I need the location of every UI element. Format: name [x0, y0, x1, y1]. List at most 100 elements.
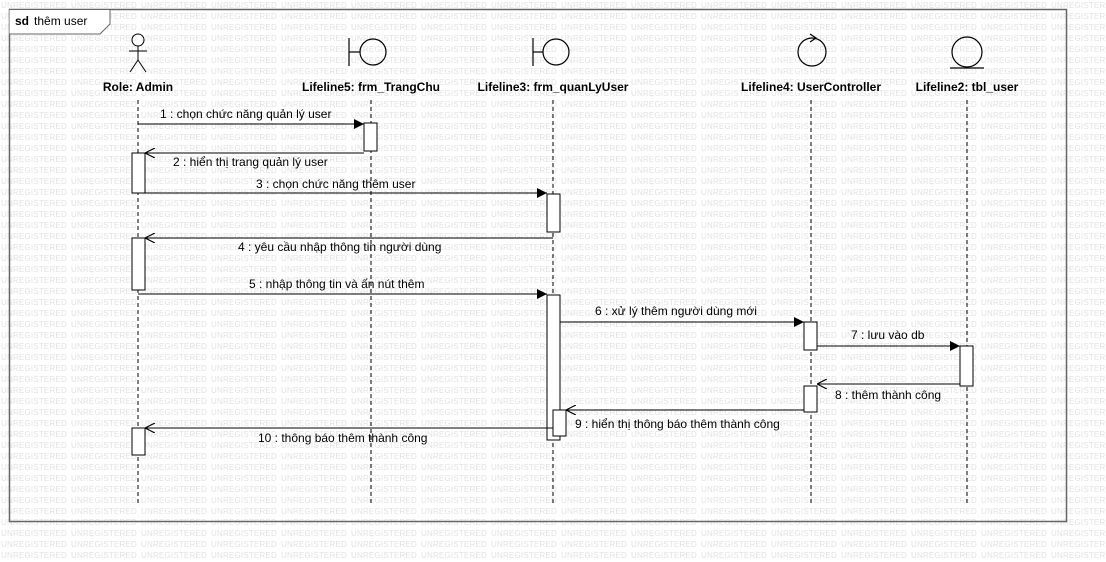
- watermark-text: UNREGISTERED: [841, 507, 907, 516]
- watermark-text: UNREGISTERED: [421, 331, 487, 340]
- watermark-text: UNREGISTERED: [1051, 56, 1106, 65]
- watermark-text: UNREGISTERED: [421, 287, 487, 296]
- watermark-text: UNREGISTERED: [911, 23, 977, 32]
- watermark-text: UNREGISTERED: [981, 56, 1047, 65]
- watermark-text: UNREGISTERED: [71, 265, 137, 274]
- watermark-text: UNREGISTERED: [981, 45, 1047, 54]
- lifeline-tbl[interactable]: Lifeline2: tbl_user: [916, 36, 1019, 505]
- watermark-text: UNREGISTERED: [841, 188, 907, 197]
- boundary-icon: [532, 38, 570, 66]
- watermark-text: UNREGISTERED: [141, 551, 207, 560]
- watermark-text: UNREGISTERED: [1, 199, 67, 208]
- watermark-text: UNREGISTERED: [631, 100, 697, 109]
- watermark-text: UNREGISTERED: [1, 1, 67, 10]
- lifeline-label-tbl: Lifeline2: tbl_user: [916, 80, 1019, 94]
- watermark-text: UNREGISTERED: [351, 243, 417, 252]
- watermark-text: UNREGISTERED: [1, 496, 67, 505]
- watermark-text: UNREGISTERED: [771, 463, 837, 472]
- watermark-text: UNREGISTERED: [1051, 78, 1106, 87]
- watermark-text: UNREGISTERED: [281, 12, 347, 21]
- watermark-text: UNREGISTERED: [421, 386, 487, 395]
- watermark-text: UNREGISTERED: [211, 551, 277, 560]
- watermark-text: UNREGISTERED: [141, 122, 207, 131]
- watermark-text: UNREGISTERED: [1, 364, 67, 373]
- watermark-text: UNREGISTERED: [141, 254, 207, 263]
- lifeline-label-trangchu: Lifeline5: frm_TrangChu: [302, 80, 440, 94]
- watermark-text: UNREGISTERED: [421, 34, 487, 43]
- watermark-text: UNREGISTERED: [211, 34, 277, 43]
- lifeline-controller[interactable]: Lifeline4: UserController: [741, 33, 881, 505]
- watermark-text: UNREGISTERED: [1051, 309, 1106, 318]
- watermark-text: UNREGISTERED: [491, 34, 557, 43]
- watermark-text: UNREGISTERED: [71, 485, 137, 494]
- watermark-text: UNREGISTERED: [841, 430, 907, 439]
- watermark-text: UNREGISTERED: [981, 474, 1047, 483]
- watermark-text: UNREGISTERED: [561, 518, 627, 527]
- watermark-text: UNREGISTERED: [981, 67, 1047, 76]
- watermark-text: UNREGISTERED: [841, 78, 907, 87]
- message-1[interactable]: 1 : chọn chức năng quản lý user: [138, 107, 364, 129]
- watermark-text: UNREGISTERED: [421, 78, 487, 87]
- watermark-text: UNREGISTERED: [841, 518, 907, 527]
- watermark-text: UNREGISTERED: [631, 386, 697, 395]
- watermark-text: UNREGISTERED: [561, 287, 627, 296]
- message-8[interactable]: 8 : thêm thành công: [817, 384, 960, 402]
- watermark-text: UNREGISTERED: [911, 56, 977, 65]
- watermark-text: UNREGISTERED: [491, 254, 557, 263]
- watermark-text: UNREGISTERED: [141, 89, 207, 98]
- watermark-text: UNREGISTERED: [1051, 89, 1106, 98]
- message-5[interactable]: 5 : nhập thông tin và ấn nút thêm: [138, 277, 547, 299]
- activation-bar: [959, 345, 974, 387]
- message-10[interactable]: 10 : thông báo thêm thành công: [145, 428, 553, 445]
- watermark-text: UNREGISTERED: [911, 474, 977, 483]
- watermark-text: UNREGISTERED: [141, 408, 207, 417]
- message-4[interactable]: 4 : yêu cầu nhập thông tin người dùng: [145, 238, 553, 254]
- watermark-text: UNREGISTERED: [701, 452, 767, 461]
- watermark-text: UNREGISTERED: [771, 452, 837, 461]
- watermark-text: UNREGISTERED: [211, 485, 277, 494]
- watermark-text: UNREGISTERED: [631, 529, 697, 538]
- watermark-text: UNREGISTERED: [141, 100, 207, 109]
- watermark-text: UNREGISTERED: [141, 375, 207, 384]
- watermark-text: UNREGISTERED: [1051, 34, 1106, 43]
- message-6[interactable]: 6 : xử lý thêm người dùng mới: [560, 304, 804, 327]
- watermark-text: UNREGISTERED: [981, 210, 1047, 219]
- lifeline-trangchu[interactable]: Lifeline5: frm_TrangChu: [302, 38, 440, 505]
- watermark-text: UNREGISTERED: [71, 298, 137, 307]
- message-2[interactable]: 2 : hiển thị trang quản lý user: [145, 153, 364, 169]
- watermark-text: UNREGISTERED: [211, 100, 277, 109]
- watermark-text: UNREGISTERED: [141, 397, 207, 406]
- message-7[interactable]: 7 : lưu vào db: [817, 328, 960, 351]
- watermark-text: UNREGISTERED: [1, 133, 67, 142]
- watermark-text: UNREGISTERED: [841, 243, 907, 252]
- watermark-text: UNREGISTERED: [281, 34, 347, 43]
- watermark-text: UNREGISTERED: [491, 1, 557, 10]
- message-3[interactable]: 3 : chọn chức năng thêm user: [138, 177, 547, 198]
- watermark-text: UNREGISTERED: [211, 463, 277, 472]
- watermark-text: UNREGISTERED: [911, 188, 977, 197]
- watermark-text: UNREGISTERED: [771, 12, 837, 21]
- watermark-text: UNREGISTERED: [981, 496, 1047, 505]
- watermark-text: UNREGISTERED: [141, 496, 207, 505]
- watermark-text: UNREGISTERED: [561, 221, 627, 230]
- watermark-text: UNREGISTERED: [141, 23, 207, 32]
- watermark-text: UNREGISTERED: [561, 408, 627, 417]
- watermark-text: UNREGISTERED: [211, 518, 277, 527]
- watermark-text: UNREGISTERED: [421, 221, 487, 230]
- watermark-text: UNREGISTERED: [561, 144, 627, 153]
- watermark-text: UNREGISTERED: [71, 111, 137, 120]
- watermark-text: UNREGISTERED: [421, 199, 487, 208]
- watermark-text: UNREGISTERED: [421, 441, 487, 450]
- watermark-text: UNREGISTERED: [981, 1, 1047, 10]
- watermark-text: UNREGISTERED: [701, 540, 767, 549]
- watermark-text: UNREGISTERED: [1051, 386, 1106, 395]
- watermark-text: UNREGISTERED: [351, 287, 417, 296]
- watermark-text: UNREGISTERED: [981, 188, 1047, 197]
- watermark-text: UNREGISTERED: [281, 1, 347, 10]
- message-9[interactable]: 9 : hiển thị thông báo thêm thành công: [566, 410, 804, 431]
- watermark-text: UNREGISTERED: [211, 177, 277, 186]
- watermark-text: UNREGISTERED: [421, 298, 487, 307]
- watermark-text: UNREGISTERED: [1, 397, 67, 406]
- watermark-text: UNREGISTERED: [421, 540, 487, 549]
- watermark-text: UNREGISTERED: [561, 78, 627, 87]
